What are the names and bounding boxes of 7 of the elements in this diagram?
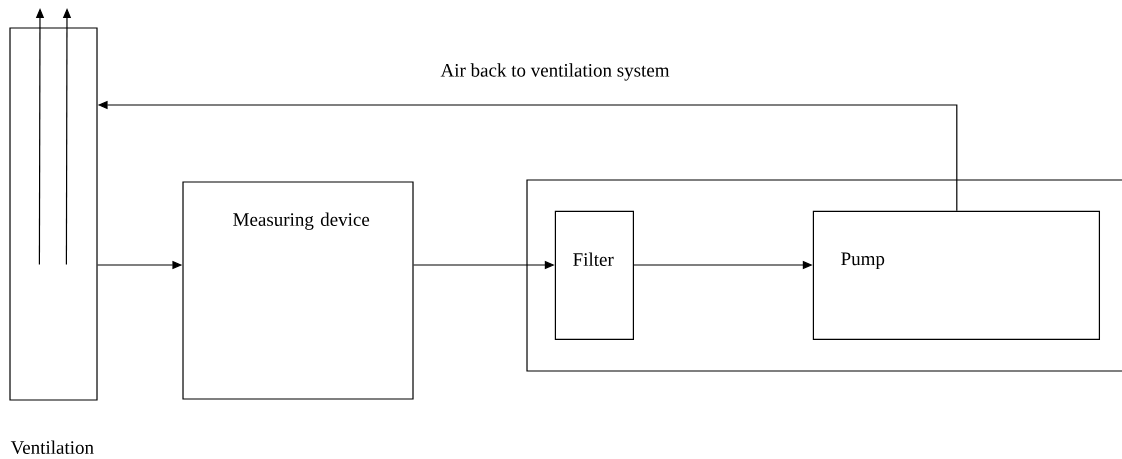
enclosure-box — [526, 179, 1122, 372]
duct-box: Ventilation — [9, 27, 98, 455]
device-box: Measuring device — [182, 181, 414, 400]
node-label: Ventilation — [10, 440, 94, 455]
edge-label: Air back to ventilation system — [438, 61, 672, 83]
filter-box: Filter — [554, 210, 634, 340]
pump-box: Pump — [812, 210, 1100, 340]
